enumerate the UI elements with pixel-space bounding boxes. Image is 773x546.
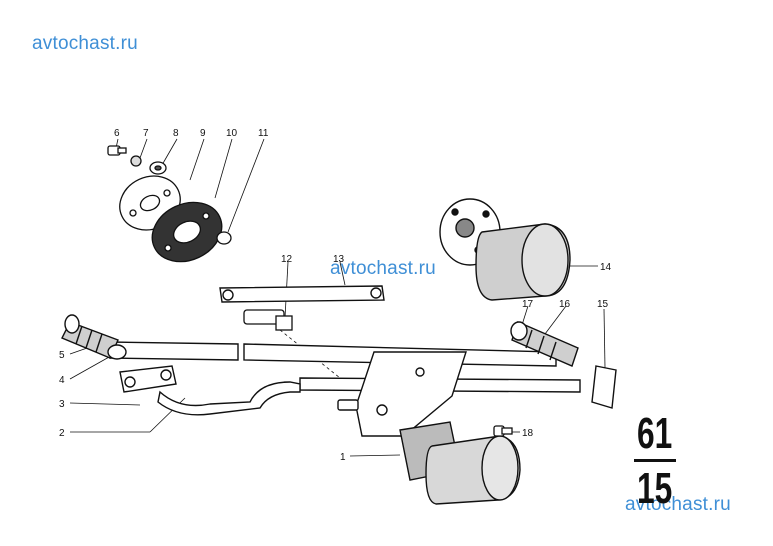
wiper-motor (399, 421, 521, 505)
washer-icon (130, 155, 142, 167)
callout-4: 4 (59, 375, 65, 386)
left-crank-arm (119, 365, 177, 393)
page-number-divider (634, 459, 676, 462)
motor-cover-assembly (439, 198, 571, 301)
callout-6: 6 (114, 128, 120, 139)
callout-1: 1 (340, 452, 346, 463)
callout-3: 3 (59, 399, 65, 410)
callout-18: 18 (522, 428, 534, 439)
callout-15: 15 (597, 299, 609, 310)
mount-bolt-icon (337, 399, 359, 411)
callout-11: 11 (258, 128, 269, 139)
spacer-ring-icon (216, 231, 232, 245)
callout-8: 8 (173, 128, 179, 139)
callout-13: 13 (333, 254, 345, 265)
small-screw-icon (493, 425, 513, 437)
callout-9: 9 (200, 128, 206, 139)
callout-14: 14 (600, 262, 612, 273)
page-sheet-number: 15 (637, 464, 673, 513)
connecting-rod (219, 285, 385, 303)
motor-cover-icon (475, 223, 571, 301)
watermark-bottom: avtochast.ru (625, 494, 731, 515)
callout-7: 7 (143, 128, 149, 139)
callout-5: 5 (59, 350, 65, 361)
spindle-lever-icon (591, 365, 617, 409)
callout-17: 17 (522, 299, 534, 310)
callout-10: 10 (226, 128, 238, 139)
callout-12: 12 (281, 254, 293, 265)
callout-16: 16 (559, 299, 571, 310)
watermark-middle: avtochast.ru (330, 258, 436, 279)
nut-icon (149, 161, 167, 175)
watermark-top: avtochast.ru (32, 33, 138, 54)
right-wiper-spindle (510, 321, 617, 409)
spindle-seal-parts (107, 145, 232, 263)
callout-2: 2 (59, 428, 65, 439)
pivot-bolt-icon (243, 309, 293, 331)
spindle-nut-icon (107, 344, 127, 360)
page-group-number: 61 (637, 409, 673, 458)
rubber-grommet-icon (151, 201, 223, 263)
left-wiper-spindle (61, 314, 127, 360)
bolt-icon (107, 145, 127, 156)
